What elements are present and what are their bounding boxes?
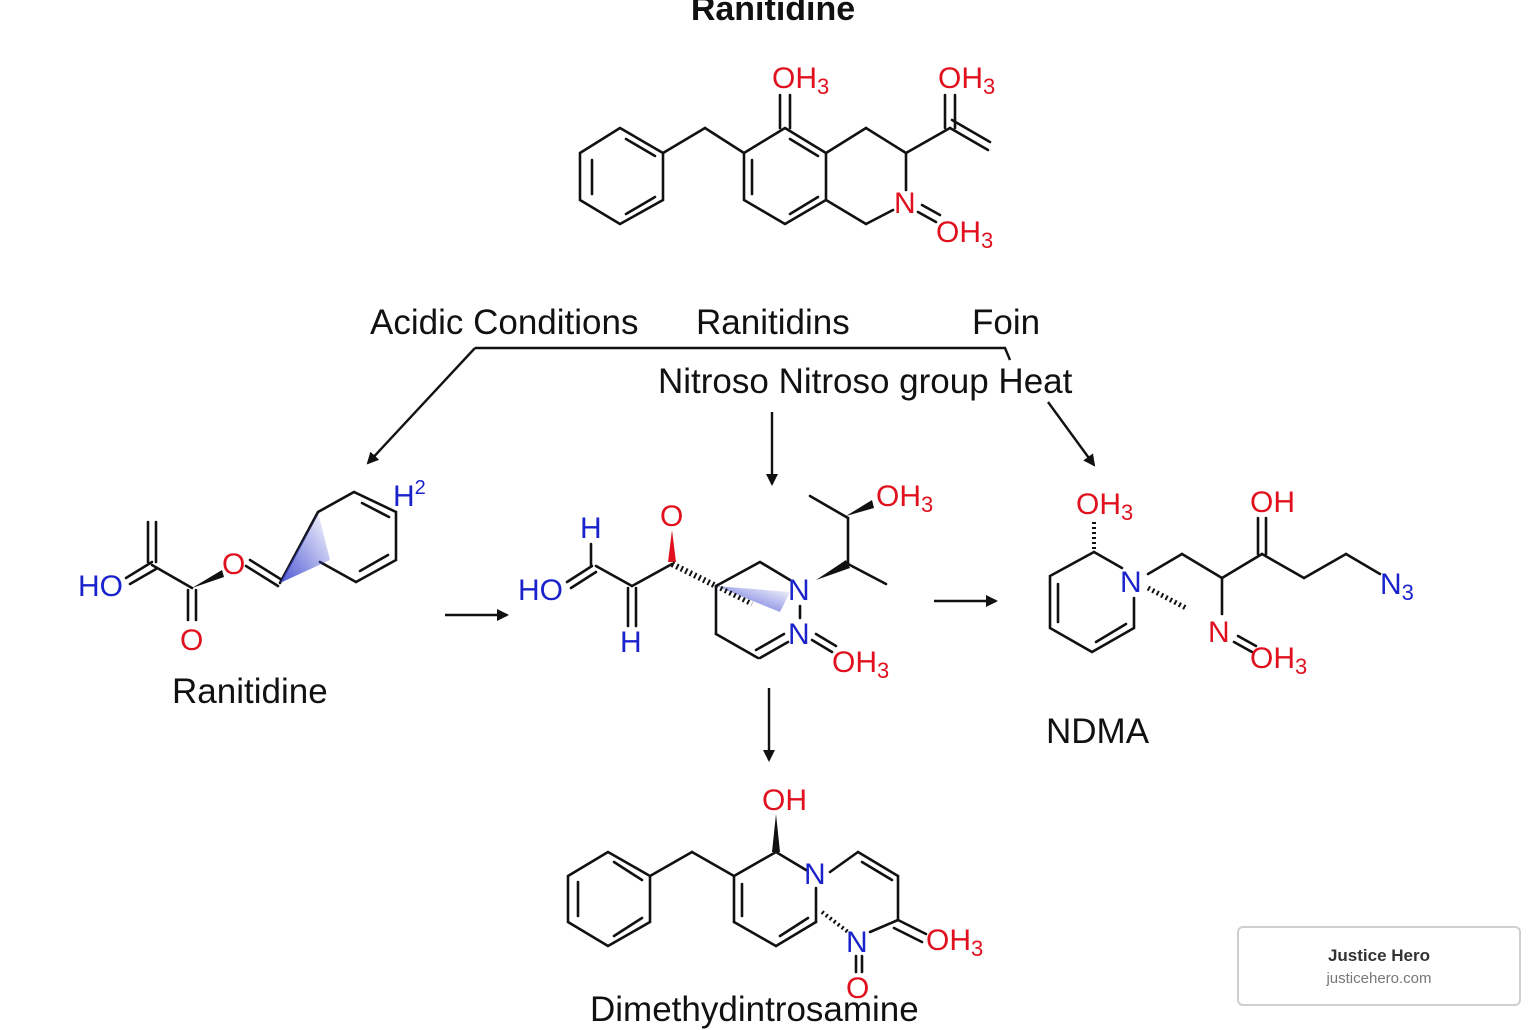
middle-molecule: HO H H O N N OH3 OH3	[518, 480, 933, 683]
product-label-bottom: Dimethydintrosamine	[590, 990, 919, 1029]
svg-text:OH: OH	[1250, 486, 1295, 519]
top-molecule: OH3 OH3 N OH3	[578, 62, 995, 253]
svg-text:H2: H2	[393, 477, 426, 513]
product-label-left: Ranitidine	[172, 672, 328, 711]
watermark-url: justicehero.com	[1326, 970, 1432, 987]
svg-text:N: N	[894, 187, 916, 220]
left-molecule: HO O O H2	[78, 477, 426, 657]
bottom-molecule: OH N OH3 N O	[566, 784, 983, 1005]
svg-text:HO: HO	[518, 574, 563, 607]
reaction-arrows	[366, 346, 1096, 762]
condition-ranitidins: Ranitidins	[696, 303, 850, 342]
watermark-name: Justice Hero	[1327, 946, 1431, 965]
svg-text:OH3: OH3	[1250, 642, 1307, 679]
svg-text:O: O	[846, 972, 869, 1005]
svg-text:N: N	[788, 574, 810, 607]
svg-text:OH3: OH3	[832, 646, 889, 683]
svg-text:H: H	[620, 626, 642, 659]
right-molecule: OH3 N OH N3 N OH3	[1048, 486, 1414, 679]
svg-text:OH3: OH3	[938, 62, 995, 99]
svg-text:OH3: OH3	[936, 216, 993, 253]
svg-text:OH: OH	[762, 784, 807, 817]
svg-text:N: N	[846, 926, 868, 959]
product-label-ndma: NDMA	[1046, 712, 1150, 751]
page-title: Ranitidine	[690, 0, 856, 28]
svg-text:H: H	[580, 512, 602, 545]
svg-text:OH3: OH3	[772, 62, 829, 99]
svg-text:O: O	[222, 548, 245, 581]
svg-text:N: N	[1120, 566, 1142, 599]
condition-nitroso-heat: Nitroso Nitroso group Heat	[658, 362, 1073, 401]
svg-text:N: N	[804, 858, 826, 891]
svg-text:OH3: OH3	[926, 924, 983, 961]
svg-text:N3: N3	[1380, 568, 1414, 605]
condition-foin: Foin	[972, 303, 1041, 342]
svg-text:O: O	[660, 500, 683, 533]
svg-text:HO: HO	[78, 570, 123, 603]
svg-text:N: N	[788, 618, 810, 651]
svg-text:O: O	[180, 624, 203, 657]
condition-acidic: Acidic Conditions	[370, 303, 639, 342]
svg-text:OH3: OH3	[1076, 488, 1133, 525]
watermark-badge: Justice Hero justicehero.com	[1237, 926, 1521, 1006]
svg-text:OH3: OH3	[876, 480, 933, 517]
svg-text:N: N	[1208, 616, 1230, 649]
